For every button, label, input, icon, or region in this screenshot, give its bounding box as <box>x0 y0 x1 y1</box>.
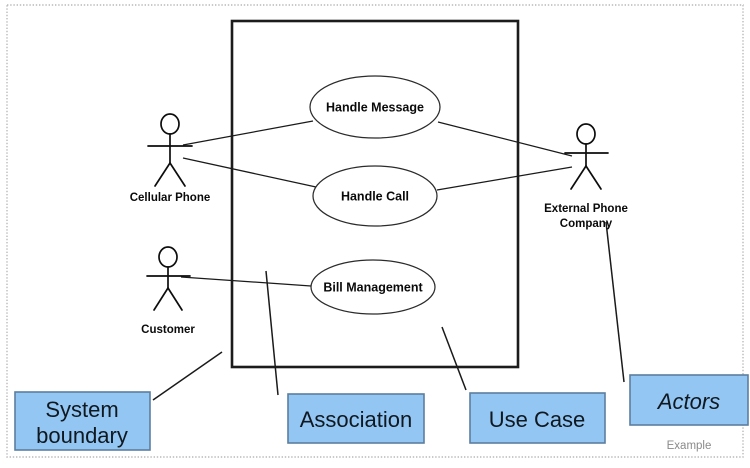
use-case-handle-call[interactable]: Handle Call <box>312 165 438 227</box>
callout-box[interactable] <box>629 374 749 426</box>
callout-label-line2: boundary <box>36 423 128 448</box>
callout-label-line1: System <box>45 397 118 422</box>
use-case-ellipse[interactable] <box>312 165 438 227</box>
use-case-label: Handle Call <box>341 189 409 203</box>
example-caption: Example <box>667 440 712 452</box>
association-lines <box>180 120 573 287</box>
actor-right-leg-icon <box>585 165 602 190</box>
use-case-label: Bill Management <box>323 280 423 294</box>
actor-right-leg-icon <box>169 162 186 187</box>
use-case-ellipse[interactable] <box>309 75 441 139</box>
actor-left-leg-icon <box>154 162 171 187</box>
actor-left-leg-icon <box>570 165 587 190</box>
callout-actors[interactable]: Actors <box>629 374 749 426</box>
leader-line-actors <box>605 221 625 383</box>
leader-line-system-boundary <box>152 351 223 401</box>
actor-label: Cellular Phone <box>130 192 211 204</box>
actor-left-leg-icon <box>153 287 169 311</box>
association-handle-message-external-phone-company[interactable] <box>437 121 573 157</box>
association-handle-call-external-phone-company[interactable] <box>436 166 573 191</box>
actor-label-line1: External Phone <box>544 203 628 215</box>
callout-use-case[interactable]: Use Case <box>469 392 606 444</box>
actor-right-leg-icon <box>167 287 183 311</box>
callout-label: Actors <box>656 389 720 414</box>
callout-box[interactable] <box>287 393 425 444</box>
actor-head-icon <box>160 113 180 135</box>
callout-label: Association <box>300 407 413 432</box>
callout-leader-lines <box>152 221 625 401</box>
callout-association[interactable]: Association <box>287 393 425 444</box>
leader-line-association <box>265 270 279 396</box>
association-cellular-phone-handle-message[interactable] <box>182 120 314 146</box>
use-case-ellipse[interactable] <box>310 259 436 315</box>
use-case-bill-management[interactable]: Bill Management <box>310 259 436 315</box>
actor-cellular-phone[interactable]: Cellular Phone <box>130 113 211 204</box>
actor-head-icon <box>158 246 178 268</box>
callout-label: Use Case <box>489 407 586 432</box>
association-customer-bill-management[interactable] <box>180 276 312 287</box>
actor-external-phone-company[interactable]: External Phone Company <box>544 123 628 230</box>
actor-label: Customer <box>141 324 195 336</box>
use-case-label: Handle Message <box>326 100 424 114</box>
use-case-handle-message[interactable]: Handle Message <box>309 75 441 139</box>
callout-box[interactable] <box>469 392 606 444</box>
association-cellular-phone-handle-call[interactable] <box>182 157 317 188</box>
callout-box[interactable] <box>14 391 151 451</box>
actor-customer[interactable]: Customer <box>141 246 195 336</box>
actor-head-icon <box>576 123 596 145</box>
actor-label-line2: Company <box>560 218 613 230</box>
callout-system-boundary[interactable]: System boundary <box>14 391 151 451</box>
page-dotted-frame <box>6 4 744 458</box>
leader-line-use-case <box>441 326 467 391</box>
